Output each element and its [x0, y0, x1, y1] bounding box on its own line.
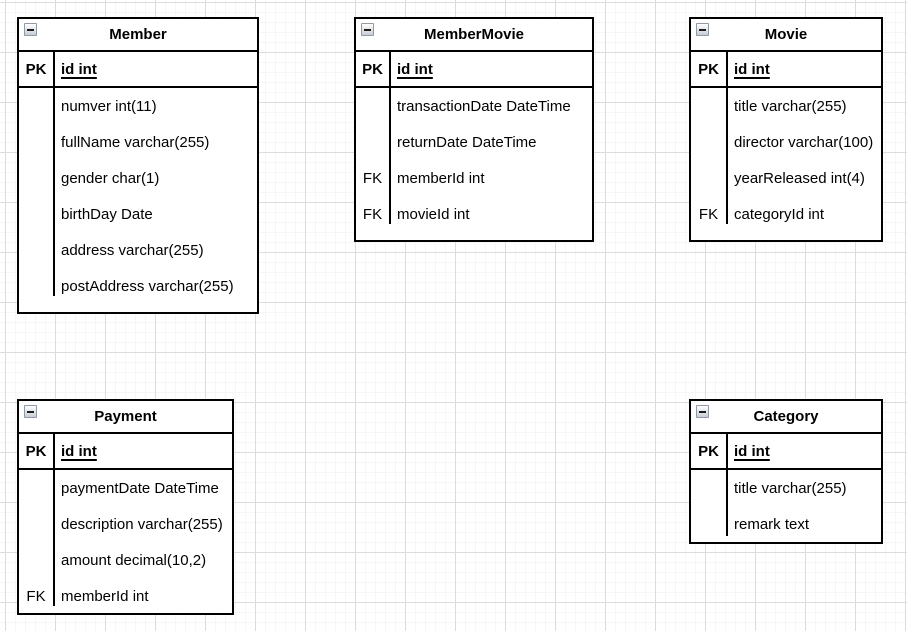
attribute-name: title varchar(255): [734, 479, 847, 497]
column-divider: [726, 434, 728, 536]
entity-movie[interactable]: Movie PK id int title varchar(255) direc…: [689, 17, 883, 242]
attribute-row[interactable]: FK memberId int: [356, 160, 592, 196]
column-divider: [53, 434, 55, 606]
attribute-name: categoryId int: [734, 205, 825, 223]
column-divider: [726, 52, 728, 224]
pk-name: id int: [61, 442, 97, 460]
key-cell: PK: [25, 442, 47, 460]
attribute-name: postAddress varchar(255): [61, 277, 234, 295]
attribute-row[interactable]: director varchar(100): [691, 124, 881, 160]
entity-header: MemberMovie: [356, 19, 592, 52]
key-cell: FK: [698, 205, 719, 223]
entity-header: Payment: [19, 401, 232, 434]
column-divider: [53, 52, 55, 296]
attribute-row[interactable]: birthDay Date: [19, 196, 257, 232]
attribute-name: paymentDate DateTime: [61, 479, 219, 497]
attribute-name: description varchar(255): [61, 515, 223, 533]
attribute-row[interactable]: postAddress varchar(255): [19, 268, 257, 304]
pk-row[interactable]: PK id int: [19, 52, 257, 88]
attribute-row[interactable]: title varchar(255): [691, 88, 881, 124]
attribute-name: numver int(11): [61, 97, 157, 115]
collapse-icon[interactable]: [24, 405, 37, 418]
entity-title: Member: [109, 26, 167, 43]
attribute-name: birthDay Date: [61, 205, 153, 223]
entity-title: Payment: [94, 408, 157, 425]
pk-row[interactable]: PK id int: [356, 52, 592, 88]
pk-name: id int: [734, 442, 770, 460]
minus-glyph: [699, 28, 706, 31]
pk-row[interactable]: PK id int: [691, 52, 881, 88]
key-cell: FK: [362, 169, 383, 187]
attribute-name: transactionDate DateTime: [397, 97, 571, 115]
attribute-name: fullName varchar(255): [61, 133, 210, 151]
attribute-name: returnDate DateTime: [397, 133, 537, 151]
pk-name: id int: [397, 60, 433, 78]
entity-payment[interactable]: Payment PK id int paymentDate DateTime d…: [17, 399, 234, 615]
attribute-row[interactable]: paymentDate DateTime: [19, 470, 232, 506]
attribute-row[interactable]: FK movieId int: [356, 196, 592, 232]
attribute-row[interactable]: gender char(1): [19, 160, 257, 196]
attribute-name: title varchar(255): [734, 97, 847, 115]
key-cell: PK: [362, 60, 383, 78]
entity-title: MemberMovie: [423, 26, 525, 43]
entity-header: Movie: [691, 19, 881, 52]
key-cell: PK: [25, 60, 47, 78]
minus-glyph: [27, 410, 34, 413]
attribute-row[interactable]: address varchar(255): [19, 232, 257, 268]
collapse-icon[interactable]: [24, 23, 37, 36]
attribute-row[interactable]: fullName varchar(255): [19, 124, 257, 160]
collapse-icon[interactable]: [696, 405, 709, 418]
entity-member[interactable]: Member PK id int numver int(11) fullName…: [17, 17, 259, 314]
attribute-name: movieId int: [397, 205, 470, 223]
entity-title: Category: [753, 408, 819, 425]
collapse-icon[interactable]: [361, 23, 374, 36]
attribute-row[interactable]: FK memberId int: [19, 578, 232, 614]
entity-header: Member: [19, 19, 257, 52]
pk-name: id int: [61, 60, 97, 78]
column-divider: [389, 52, 391, 224]
entity-category[interactable]: Category PK id int title varchar(255) re…: [689, 399, 883, 544]
minus-glyph: [27, 28, 34, 31]
attribute-row[interactable]: returnDate DateTime: [356, 124, 592, 160]
attribute-name: yearReleased int(4): [734, 169, 865, 187]
pk-row[interactable]: PK id int: [19, 434, 232, 470]
attribute-name: director varchar(100): [734, 133, 874, 151]
attribute-row[interactable]: transactionDate DateTime: [356, 88, 592, 124]
key-cell: FK: [362, 205, 383, 223]
attribute-name: memberId int: [61, 587, 149, 605]
attribute-name: remark text: [734, 515, 810, 533]
key-cell: PK: [698, 442, 719, 460]
attribute-row[interactable]: FK categoryId int: [691, 196, 881, 232]
attribute-row[interactable]: title varchar(255): [691, 470, 881, 506]
key-cell: PK: [698, 60, 719, 78]
attribute-row[interactable]: yearReleased int(4): [691, 160, 881, 196]
attribute-name: memberId int: [397, 169, 485, 187]
attribute-row[interactable]: numver int(11): [19, 88, 257, 124]
entity-header: Category: [691, 401, 881, 434]
attribute-row[interactable]: description varchar(255): [19, 506, 232, 542]
attribute-name: gender char(1): [61, 169, 160, 187]
entity-membermovie[interactable]: MemberMovie PK id int transactionDate Da…: [354, 17, 594, 242]
attribute-row[interactable]: remark text: [691, 506, 881, 542]
minus-glyph: [364, 28, 371, 31]
attribute-name: amount decimal(10,2): [61, 551, 207, 569]
entity-title: Movie: [764, 26, 808, 43]
attribute-name: address varchar(255): [61, 241, 204, 259]
pk-row[interactable]: PK id int: [691, 434, 881, 470]
attribute-row[interactable]: amount decimal(10,2): [19, 542, 232, 578]
pk-name: id int: [734, 60, 770, 78]
key-cell: FK: [26, 587, 46, 605]
collapse-icon[interactable]: [696, 23, 709, 36]
minus-glyph: [699, 410, 706, 413]
